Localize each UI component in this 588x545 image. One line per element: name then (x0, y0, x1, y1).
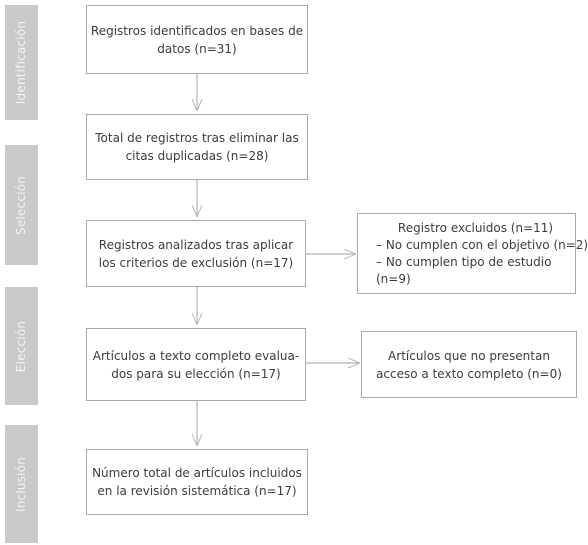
box-articulos-incluidos-line-2: en la revisión sistemática (n=17) (97, 484, 297, 498)
box-registros-analizados-line-2: los criterios de exclusión (n=17) (98, 255, 294, 270)
box-articulos-sin-texto-completo-line-2: acceso a texto completo (n=0) (376, 366, 562, 381)
box-registros-sin-duplicados-line-1: Total de registros tras eliminar las (95, 131, 299, 145)
box-registros-identificados-line-2: datos (n=31) (157, 41, 237, 56)
box-registros-excluidos-title: Registro excluidos (n=11) (397, 220, 554, 235)
stage-bar-inclusion: Inclusión (5, 425, 38, 543)
box-registros-excluidos: Registro excluidos (n=11) – No cumplen c… (357, 213, 588, 294)
box-articulos-sin-texto-completo: Artículos que no presentan acceso a text… (361, 331, 577, 398)
box-articulos-incluidos: Número total de artículos incluidos en l… (86, 449, 308, 515)
box-articulos-incluidos-line-1: Número total de artículos incluidos (92, 466, 302, 480)
box-registros-excluidos-line-3: – No cumplen tipo de estudio (376, 254, 552, 269)
box-registros-analizados-line-1: Registros analizados tras aplicar (98, 237, 294, 252)
stage-bar-eleccion: Elección (5, 287, 38, 405)
stage-bar-identificacion: Identificación (5, 5, 38, 120)
box-articulos-sin-texto-completo-line-1: Artículos que no presentan (388, 348, 550, 363)
box-registros-identificados: Registros identificados en bases de dato… (86, 5, 308, 74)
box-articulos-evaluados: Artículos a texto completo evalua- dos p… (86, 328, 306, 401)
box-registros-analizados: Registros analizados tras aplicar los cr… (86, 220, 306, 287)
box-articulos-evaluados-line-2: dos para su elección (n=17) (111, 366, 281, 381)
stage-bar-seleccion: Selección (5, 145, 38, 265)
box-registros-excluidos-line-2: – No cumplen con el objetivo (n=2) (376, 237, 588, 252)
box-articulos-evaluados-line-1: Artículos a texto completo evalua- (92, 348, 300, 363)
box-registros-excluidos-line-4: (n=9) (376, 271, 411, 286)
box-registros-sin-duplicados: Total de registros tras eliminar las cit… (86, 114, 308, 180)
box-registros-identificados-line-1: Registros identificados en bases de (90, 23, 304, 38)
box-registros-sin-duplicados-line-2: citas duplicadas (n=28) (125, 149, 269, 163)
